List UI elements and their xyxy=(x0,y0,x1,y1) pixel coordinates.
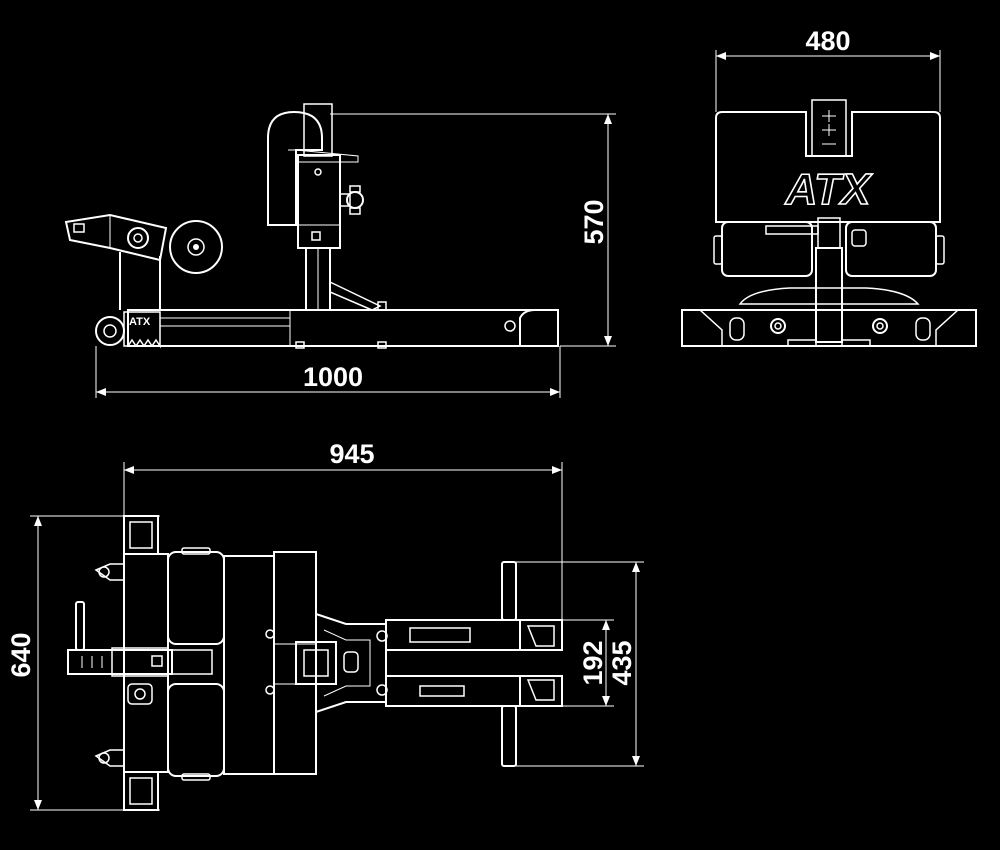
top-leg-end-upper xyxy=(519,619,563,651)
side-logo: ATX xyxy=(129,316,151,328)
top-leg-upper xyxy=(385,619,521,651)
side-wheel xyxy=(95,316,125,346)
top-roller-lower xyxy=(167,683,225,777)
top-mount-plate xyxy=(315,612,387,714)
dim-label-945: 945 xyxy=(329,439,374,469)
front-bolt-left xyxy=(770,318,786,334)
front-roller-left xyxy=(721,221,813,277)
top-pad-left xyxy=(223,555,275,775)
front-post xyxy=(811,99,847,157)
front-view: 480 ATX xyxy=(681,26,977,347)
front-base-plate xyxy=(738,287,920,305)
front-knob-icon xyxy=(851,229,867,247)
top-knob-icon xyxy=(127,683,153,705)
dim-label-570: 570 xyxy=(579,199,609,244)
front-upright xyxy=(815,247,843,343)
front-pad xyxy=(715,111,941,223)
top-crossbar-lower xyxy=(501,705,517,767)
side-base-rail xyxy=(127,309,559,347)
side-rear-foot xyxy=(519,309,559,347)
dim-label-640: 640 xyxy=(6,632,36,677)
front-base-rail xyxy=(681,309,977,347)
top-handle xyxy=(75,601,85,651)
dim-label-192: 192 xyxy=(578,640,608,685)
side-top-post xyxy=(303,103,333,157)
side-front-plate xyxy=(123,311,161,349)
side-curved-pad xyxy=(267,110,323,226)
side-arm-knob-icon xyxy=(127,227,149,249)
dim-label-435: 435 xyxy=(607,640,637,685)
side-brace xyxy=(329,280,382,311)
side-arm-posts xyxy=(119,252,161,310)
dim-label-480: 480 xyxy=(805,26,850,56)
side-footrest-arm xyxy=(64,213,168,262)
side-roller-disc xyxy=(169,220,223,274)
top-view: 945 640 xyxy=(6,439,644,811)
front-bolt-right xyxy=(872,318,888,334)
side-view: ATX xyxy=(64,103,616,398)
top-crossbar-upper xyxy=(501,561,517,621)
front-logo: ATX xyxy=(785,165,873,214)
top-leg-lower xyxy=(385,675,521,707)
side-rail-bolt xyxy=(504,320,516,332)
top-roller-upper xyxy=(167,551,225,645)
dim-label-1000: 1000 xyxy=(303,362,363,392)
top-center-clamp xyxy=(295,641,337,685)
top-footrest-arm xyxy=(67,649,173,675)
